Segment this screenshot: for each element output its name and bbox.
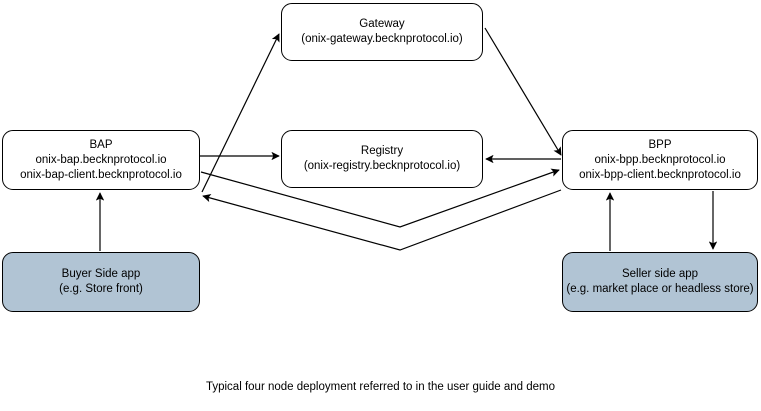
node-buyer-app[interactable]: Buyer Side app (e.g. Store front) — [2, 252, 200, 312]
node-bap-subtitle-2: onix-bap-client.becknprotocol.io — [20, 168, 182, 181]
node-bpp-subtitle-2: onix-bpp-client.becknprotocol.io — [579, 168, 741, 181]
edge-bap-to-bpp — [200, 168, 560, 228]
node-registry[interactable]: Registry (onix-registry.becknprotocol.io… — [281, 130, 483, 188]
node-registry-subtitle: (onix-registry.becknprotocol.io) — [303, 160, 461, 172]
node-seller-app-subtitle: (e.g. market place or headless store) — [566, 283, 754, 295]
node-bap-subtitle: onix-bap.becknprotocol.io — [35, 153, 167, 166]
edge-gateway-to-bpp — [484, 27, 562, 156]
node-bpp-subtitle: onix-bpp.becknprotocol.io — [594, 153, 726, 166]
node-gateway-subtitle: (onix-gateway.becknprotocol.io) — [301, 33, 463, 45]
node-bap-title: BAP — [89, 138, 113, 151]
edge-bpp-to-bap — [202, 189, 562, 251]
node-gateway[interactable]: Gateway (onix-gateway.becknprotocol.io) — [281, 3, 483, 61]
node-registry-title: Registry — [360, 145, 404, 157]
node-bpp-title: BPP — [648, 138, 672, 151]
node-buyer-app-subtitle: (e.g. Store front) — [59, 283, 143, 295]
node-bap[interactable]: BAP onix-bap.becknprotocol.io onix-bap-c… — [2, 130, 200, 190]
node-bpp[interactable]: BPP onix-bpp.becknprotocol.io onix-bpp-c… — [562, 130, 758, 190]
node-seller-app-title: Seller side app — [621, 268, 699, 280]
edge-bap-to-gateway — [201, 33, 280, 193]
node-gateway-title: Gateway — [359, 18, 405, 30]
diagram-caption: Typical four node deployment referred to… — [205, 381, 556, 393]
node-seller-app[interactable]: Seller side app (e.g. market place or he… — [562, 252, 758, 312]
node-buyer-app-title: Buyer Side app — [61, 268, 141, 280]
